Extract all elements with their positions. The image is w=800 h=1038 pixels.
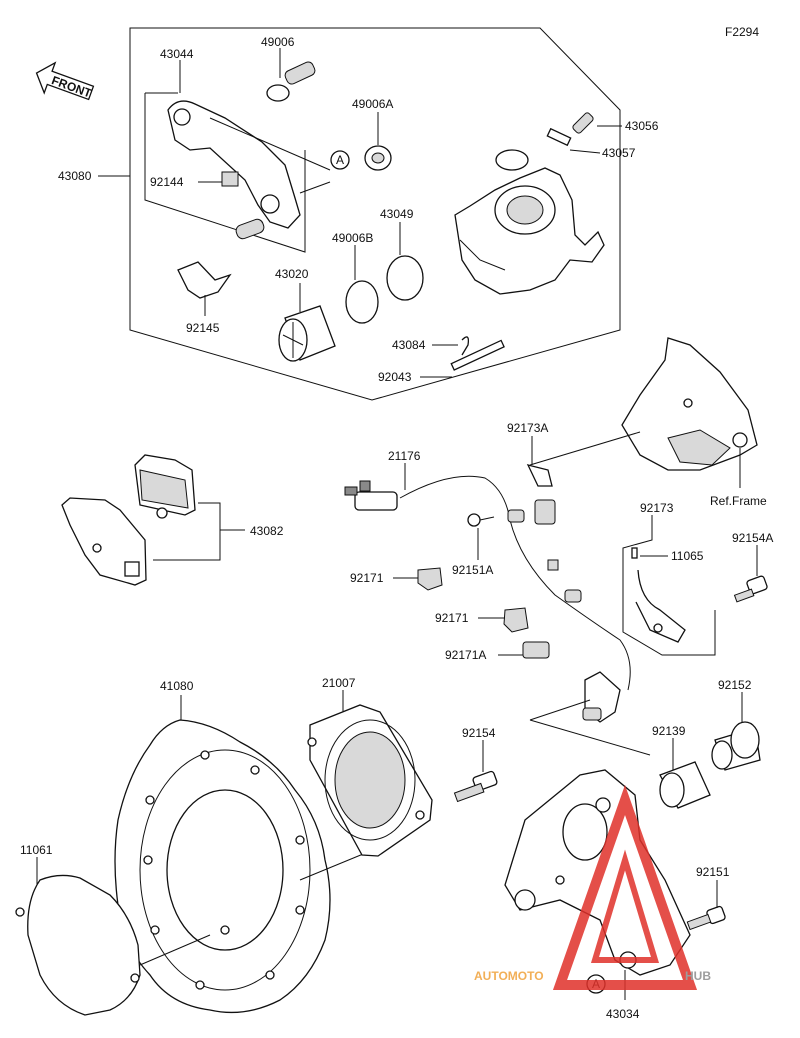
collar-92139 [659, 761, 711, 809]
clip-92144 [221, 171, 239, 187]
label-92171-a: 92171 [350, 571, 384, 585]
label-92173a: 92173A [507, 421, 548, 435]
sensor-rotor-21007 [307, 704, 433, 857]
label-92152: 92152 [718, 678, 752, 692]
label-92173: 92173 [640, 501, 674, 515]
svg-text:HUB: HUB [685, 969, 711, 983]
collar-92152 [711, 721, 761, 771]
pin-92043 [450, 339, 505, 371]
watermark-logo: AUTOMOTO HUB [474, 784, 711, 990]
bracket-92173a [526, 464, 553, 487]
svg-text:AUTOMOTO: AUTOMOTO [474, 969, 544, 983]
label-41080: 41080 [160, 679, 194, 693]
label-92144: 92144 [150, 175, 184, 189]
label-92171-b: 92171 [435, 611, 469, 625]
seal-43049 [386, 255, 424, 301]
clip-43084 [461, 336, 470, 356]
bolt-92154 [453, 770, 498, 803]
caliper-assembly-outline [129, 27, 621, 401]
label-92043: 92043 [378, 370, 412, 384]
label-92154a: 92154A [732, 531, 773, 545]
bolt-92154a [733, 575, 768, 603]
bolt-92151a [467, 513, 495, 527]
label-21007: 21007 [322, 676, 356, 690]
brake-disc-41080 [114, 719, 331, 1014]
label-43044: 43044 [160, 47, 194, 61]
label-43057: 43057 [602, 146, 636, 160]
gasket-11061 [27, 874, 141, 1016]
seal-49006b [345, 280, 379, 324]
label-49006b: 49006B [332, 231, 373, 245]
label-92145: 92145 [186, 321, 220, 335]
caliper-body [454, 149, 605, 295]
label-92151a: 92151A [452, 563, 493, 577]
piston-43020 [278, 305, 336, 362]
cap-43057 [546, 127, 572, 147]
bleeder-43056 [572, 112, 594, 134]
label-43056: 43056 [625, 119, 659, 133]
ref-frame-label: Ref.Frame [710, 494, 767, 508]
label-92171a: 92171A [445, 648, 486, 662]
grommet-11065 [631, 547, 638, 559]
label-11065: 11065 [671, 549, 704, 563]
bolt-92151 [686, 905, 726, 931]
front-label: FRONT [50, 73, 94, 101]
bracket-92173 [635, 569, 686, 643]
pin-boot-49006 [266, 61, 316, 102]
label-43080: 43080 [58, 169, 92, 183]
sensor-clamp [534, 499, 556, 525]
label-21176: 21176 [388, 449, 421, 463]
front-arrow-icon: FRONT [35, 61, 95, 101]
label-92154: 92154 [462, 726, 496, 740]
label-43082: 43082 [250, 524, 284, 538]
label-43020: 43020 [275, 267, 309, 281]
label-92139: 92139 [652, 724, 686, 738]
caliper-bracket-43044 [167, 100, 331, 240]
clamp-92171a [522, 641, 550, 659]
svg-text:A: A [336, 153, 344, 167]
sensor-21176 [344, 475, 631, 691]
label-43084: 43084 [392, 338, 426, 352]
clamp-92171-a [417, 567, 443, 591]
label-49006: 49006 [261, 35, 295, 49]
spring-92145 [177, 261, 232, 299]
frame-reference [621, 337, 758, 471]
figure-code: F2294 [725, 25, 759, 39]
label-43034: 43034 [606, 1007, 640, 1021]
label-49006a: 49006A [352, 97, 393, 111]
label-11061: 11061 [20, 843, 53, 857]
callout-a-top: A [330, 150, 350, 170]
label-43049: 43049 [380, 207, 414, 221]
brake-pads-43082 [61, 454, 196, 586]
label-92151: 92151 [696, 865, 730, 879]
pin-boot-49006a [364, 145, 392, 171]
clamp-92171-b [503, 607, 529, 633]
